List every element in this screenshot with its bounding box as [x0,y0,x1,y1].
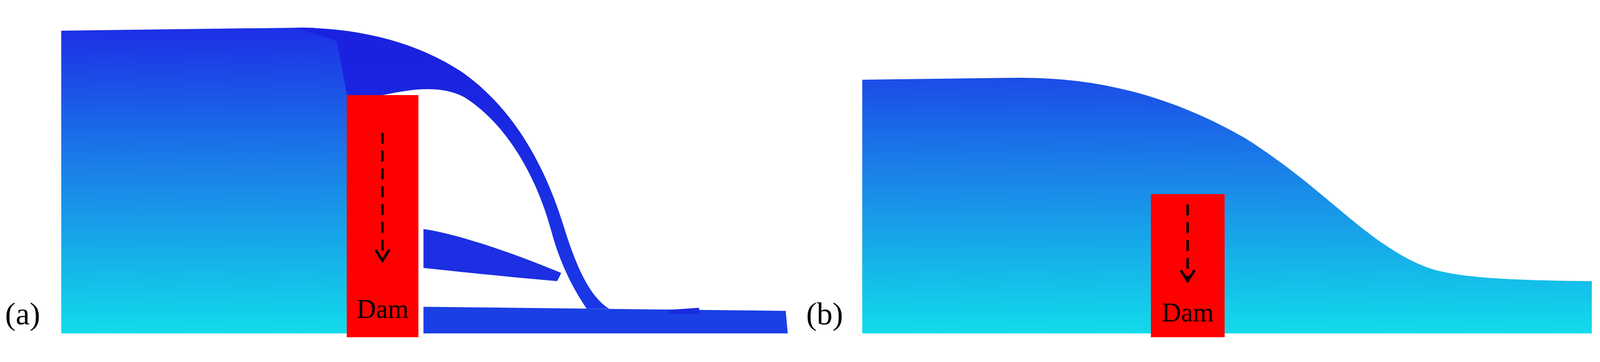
overflow-water [862,77,1592,333]
overflow-nappe [295,27,609,309]
panel-label: (b) [806,297,844,330]
secondary-jet [423,228,562,281]
dam-label: Dam [356,295,409,322]
dam-label: Dam [1161,298,1214,326]
downstream-layer [423,306,788,333]
dam-block: Dam [1150,193,1225,337]
downstream-splash [668,307,700,314]
panel-label: (a) [4,297,41,330]
reservoir-water [61,27,353,333]
dam-block: Dam [346,94,418,337]
